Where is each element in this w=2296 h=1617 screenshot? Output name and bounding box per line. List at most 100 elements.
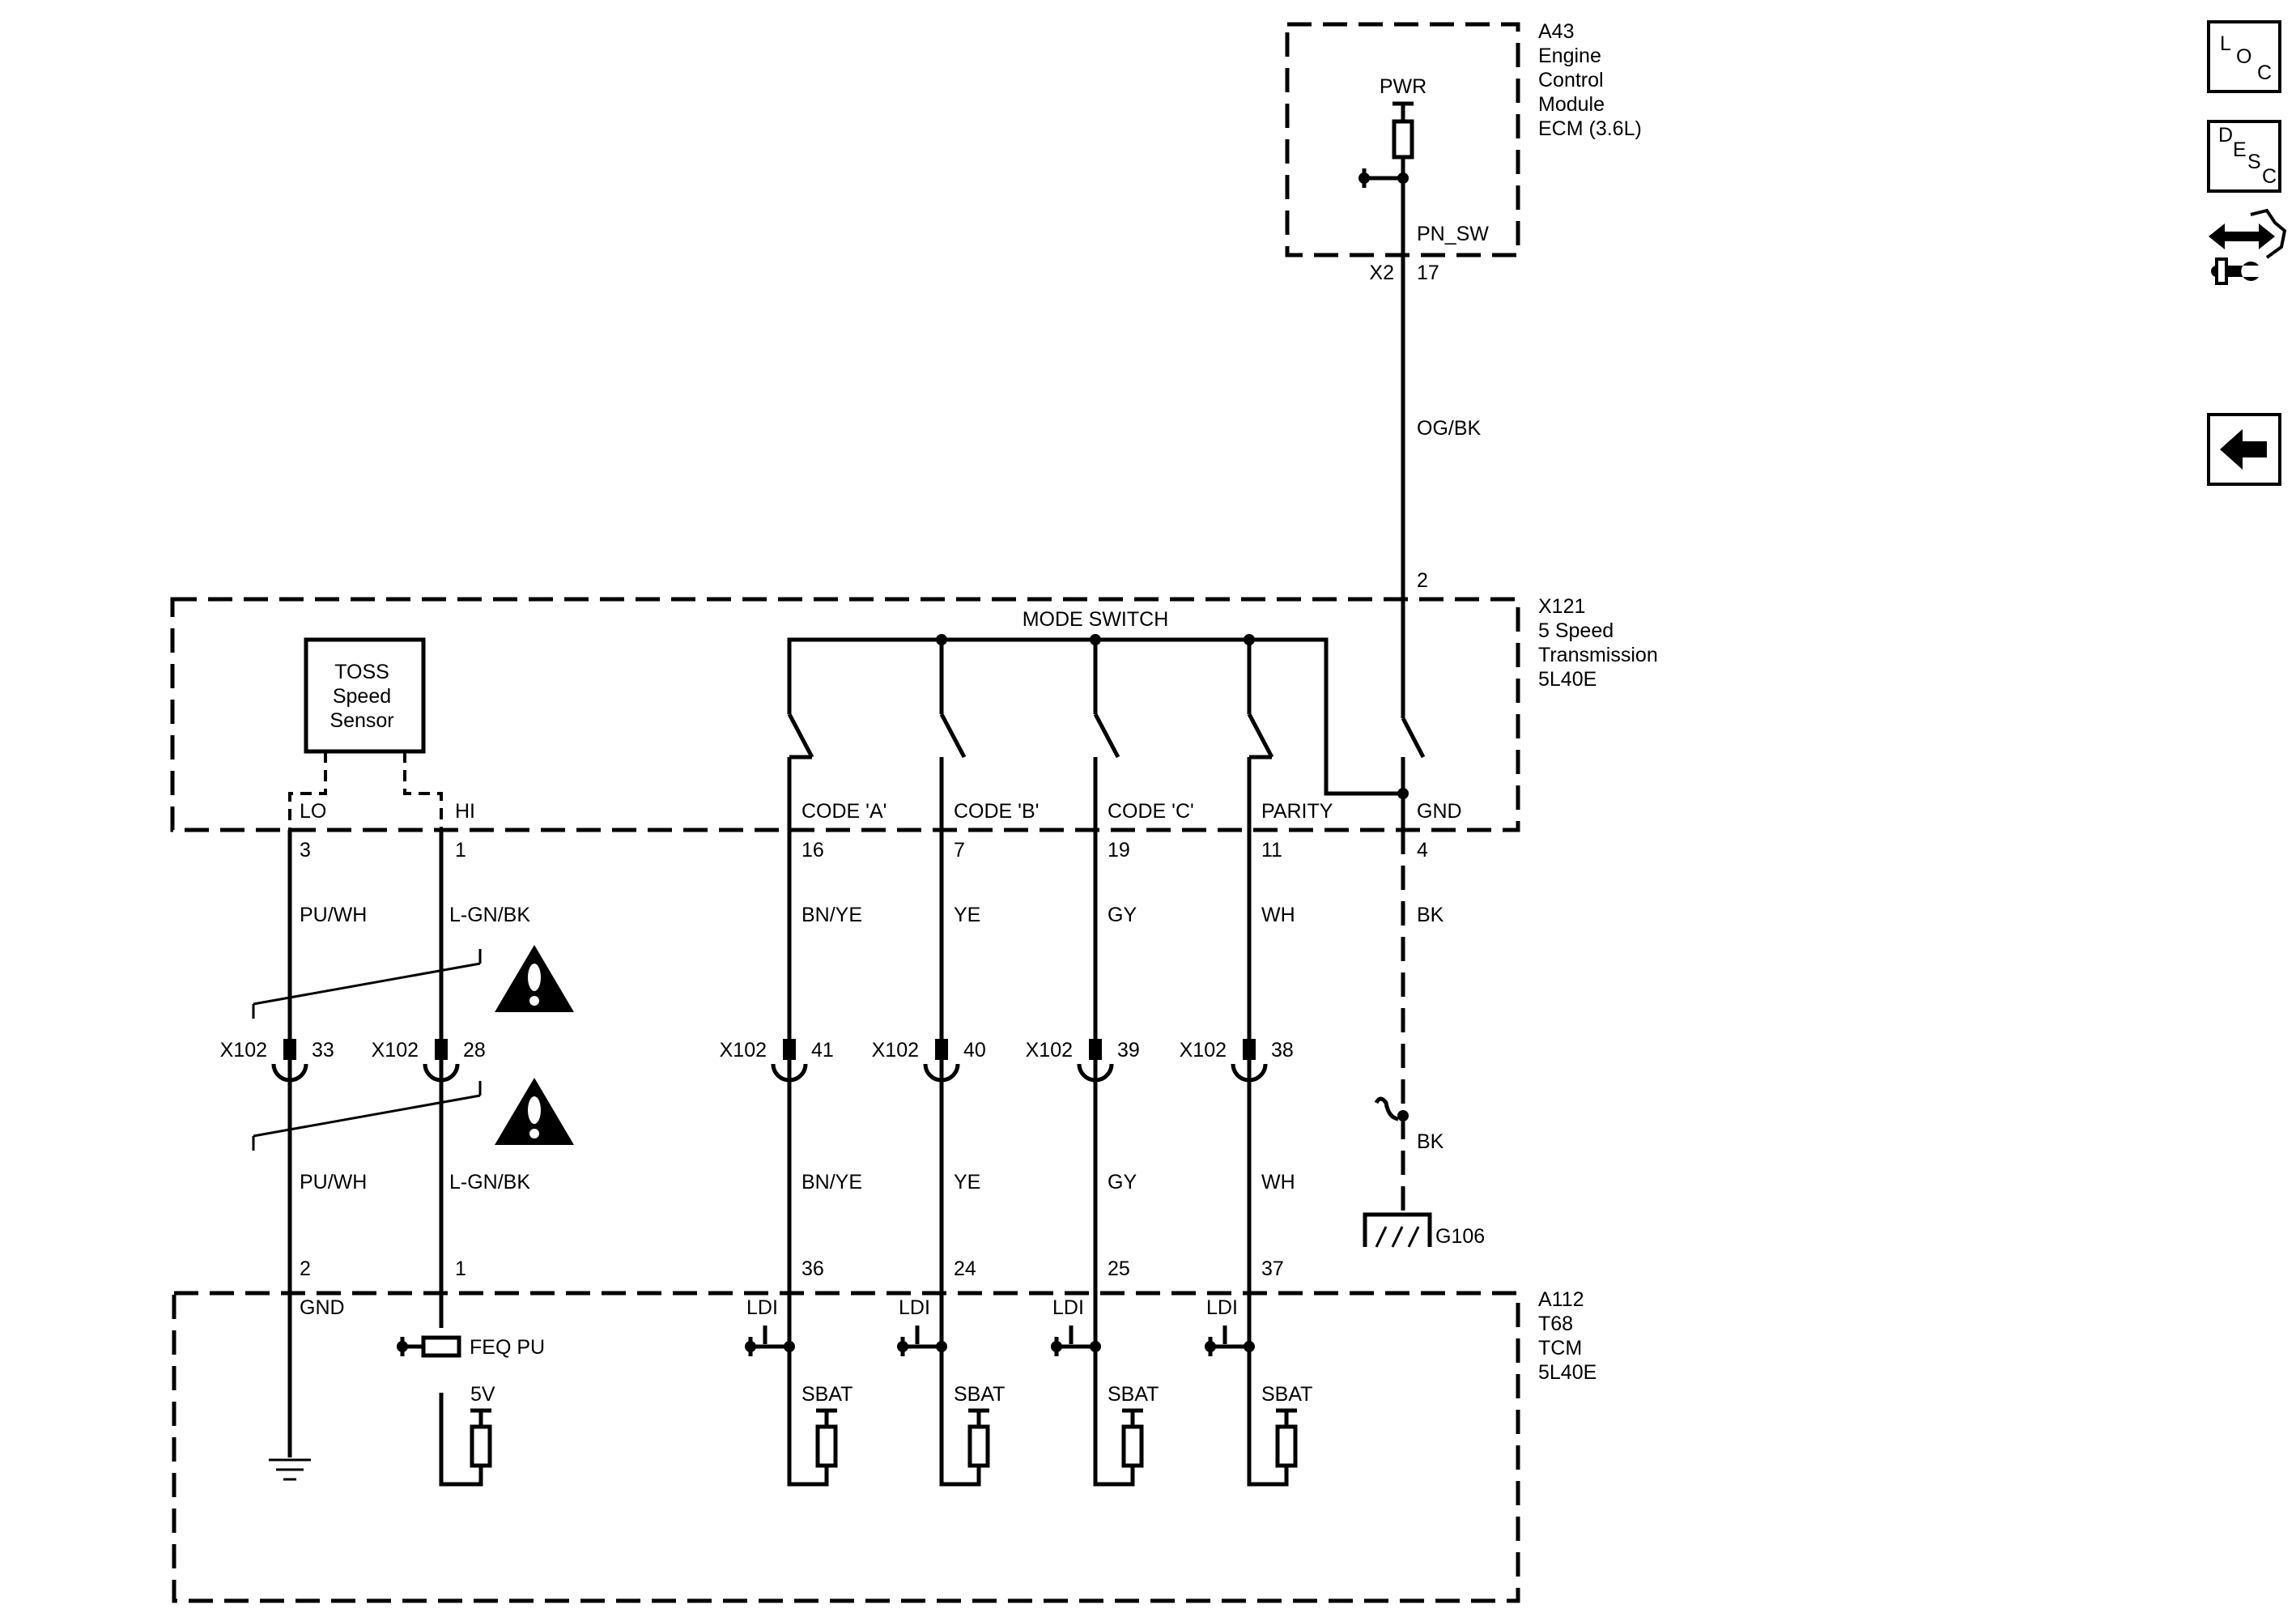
ldi-label: LDI (746, 1296, 778, 1319)
wire-color-label: BN/YE (801, 1171, 862, 1194)
transmission-name-line: 5L40E (1538, 668, 1597, 691)
tcm-ref: A112 (1538, 1288, 1584, 1311)
connector-tool-icon[interactable] (2209, 208, 2287, 285)
transmission-name-line: Transmission (1538, 644, 1658, 666)
transmission-module: X121 5 Speed Transmission 5L40E MODE SWI… (170, 595, 1658, 832)
connector-label: X102 (1180, 1039, 1227, 1062)
harness: 3 1 16 7 19 11 4 PU/WH L-GN/BK BN/YE YE … (220, 830, 1485, 1457)
tcm-input-code-b: LDI SBAT (897, 1296, 1005, 1487)
desc-button[interactable]: D E S C (2207, 120, 2281, 193)
sbat-label: SBAT (801, 1383, 852, 1406)
ldi-label: LDI (1206, 1296, 1238, 1319)
wire-color-label: PU/WH (300, 1171, 367, 1194)
ecm-signal-label: PN_SW (1417, 223, 1489, 245)
pin-number: 1 (455, 1257, 466, 1280)
connector-pin: 33 (312, 1039, 334, 1062)
toss-speed-sensor: TOSS Speed Sensor (288, 637, 443, 830)
ecm-ref: A43 (1538, 20, 1574, 43)
switch-pn (1401, 717, 1426, 830)
ecm-pin-label: 17 (1417, 262, 1439, 284)
toss-label-line: Speed (333, 685, 391, 708)
mode-switch-label: MODE SWITCH (1023, 608, 1169, 631)
ecm-name-line: Engine (1538, 45, 1601, 67)
tcm-name-line: 5L40E (1538, 1361, 1597, 1384)
wire-color-label: YE (954, 904, 980, 926)
toss-lo-lead (288, 751, 327, 830)
switch-code-a (787, 713, 814, 830)
x102-connector: X102 39 (1026, 1039, 1140, 1083)
loc-letter: C (2257, 62, 2272, 84)
wire-color-label: PU/WH (300, 904, 367, 926)
x102-connector: X102 38 (1180, 1039, 1294, 1083)
wire-color-label: WH (1261, 904, 1295, 926)
ground-ref-label: G106 (1435, 1225, 1485, 1248)
nav-panel: L O C D E S C (2207, 20, 2287, 486)
desc-letter: D (2218, 124, 2233, 147)
ecm-connector-label: X2 (1369, 262, 1394, 284)
pin-label: CODE 'A' (801, 800, 887, 823)
toss-label-line: Sensor (330, 709, 393, 732)
pin-number: 11 (1261, 839, 1282, 862)
desc-letter: C (2262, 165, 2277, 188)
pullup-resistor (470, 1424, 492, 1468)
wire-color-label: L-GN/BK (449, 1171, 530, 1194)
connector-pin: 38 (1271, 1039, 1294, 1062)
connector-label: X102 (1026, 1039, 1073, 1062)
tcm-pin-label: FEQ PU (470, 1336, 545, 1359)
chassis-ground-icon (1363, 1212, 1432, 1248)
desc-letter: S (2247, 151, 2261, 173)
wire-color-label: BK (1417, 1130, 1444, 1153)
pin-label: LO (300, 800, 326, 823)
ecm-name-line: Module (1538, 93, 1605, 116)
transmission-ref: X121 (1538, 595, 1585, 618)
tcm-name-line: TCM (1538, 1337, 1582, 1360)
wire-color-label: WH (1261, 1171, 1295, 1194)
tcm-input-code-a: LDI SBAT (745, 1296, 852, 1487)
trans-pin-label: 2 (1417, 569, 1428, 592)
wire-color-label: OG/BK (1417, 417, 1482, 440)
twisted-pair-mark (253, 1094, 481, 1138)
warning-icon[interactable] (495, 945, 574, 1012)
ldi-label: LDI (1052, 1296, 1084, 1319)
ecm-name-line: Control (1538, 69, 1604, 91)
tcm-pin-label: GND (300, 1296, 345, 1319)
x102-connector: X102 28 (372, 1039, 486, 1083)
pin-number: 4 (1417, 839, 1428, 862)
pin-number: 24 (954, 1257, 976, 1280)
connector-label: X102 (720, 1039, 767, 1062)
pin-label: GND (1417, 800, 1462, 823)
loc-button[interactable]: L O C (2207, 20, 2281, 93)
wire-color-label: GY (1108, 904, 1137, 926)
pin-number: 3 (300, 839, 311, 862)
switch-code-b (939, 640, 967, 830)
tcm-name-line: T68 (1538, 1313, 1573, 1335)
ecm-module: A43 Engine Control Module ECM (3.6L) PWR… (1285, 20, 1642, 324)
back-button[interactable] (2207, 413, 2281, 486)
ground-splice (1374, 1096, 1409, 1121)
pullup-resistor (1392, 119, 1414, 160)
x102-connector: X102 33 (220, 1039, 334, 1083)
connector-pin: 28 (463, 1039, 486, 1062)
wire-color-label: BK (1417, 904, 1444, 926)
desc-letter: E (2233, 138, 2247, 161)
x102-connector: X102 40 (872, 1039, 986, 1083)
ecm-name-line: ECM (3.6L) (1538, 117, 1642, 140)
pin-number: 37 (1261, 1257, 1284, 1280)
toss-label-line: TOSS (334, 661, 389, 683)
wire-color-label: GY (1108, 1171, 1137, 1194)
x102-connector: X102 41 (720, 1039, 834, 1083)
feq-pu-resistor (421, 1335, 461, 1358)
connector-pin: 39 (1117, 1039, 1140, 1062)
sbat-label: SBAT (1261, 1383, 1312, 1406)
pin-number: 2 (300, 1257, 311, 1280)
junction-dot (1358, 172, 1370, 184)
ground-icon (269, 1458, 311, 1481)
pin-number: 36 (801, 1257, 824, 1280)
switch-parity (1247, 640, 1274, 830)
warning-icon[interactable] (495, 1078, 574, 1145)
switch-code-c (1093, 640, 1120, 830)
arrow-left-icon (2220, 429, 2267, 470)
loc-letter: L (2220, 32, 2231, 55)
pin-number: 1 (455, 839, 466, 862)
